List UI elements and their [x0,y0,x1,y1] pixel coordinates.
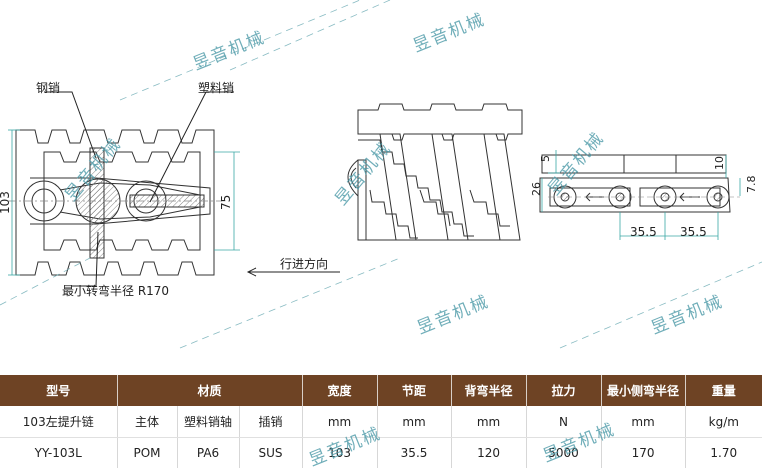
sub-body: 主体 [117,406,178,438]
sub-width-unit: mm [302,406,378,438]
row-pin: SUS [239,437,303,468]
row-body: POM [117,437,178,468]
sub-tension-unit: N [526,406,602,438]
dim-10: 10 [713,156,726,170]
steel-pin-label: 钢销 [36,81,60,95]
row-model: YY-103L [0,437,118,468]
dim-pitch-2: 35.5 [680,225,707,239]
table-subheader-row: 103左提升链 主体 塑料销轴 插销 mm mm mm N mm kg/m [0,406,762,438]
header-back-bend-radius: 背弯半径 [451,375,527,406]
dim-pitch-1: 35.5 [630,225,657,239]
direction-label: 行进方向 [280,256,328,271]
dimensions-left [8,129,240,276]
row-min-side-radius: 170 [601,437,686,468]
row-width: 103 [302,437,378,468]
row-back-bend-radius: 120 [451,437,527,468]
chain-front-view [539,154,740,213]
dim-7-8: 7.8 [745,176,758,194]
row-pitch: 35.5 [377,437,452,468]
chain-top-view [8,91,234,287]
technical-drawing: 钢销 塑料销 103 75 最小转弯半径 R170 行进方向 5 26 10 7… [0,80,758,298]
header-min-side-radius: 最小侧弯半径 [601,375,686,406]
table-header-row: 型号 材质 宽度 节距 背弯半径 拉力 最小侧弯半径 重量 [0,375,762,406]
table-row: YY-103L POM PA6 SUS 103 35.5 120 5000 17… [0,437,762,468]
dimensions-right [541,150,741,240]
header-material: 材质 [117,375,303,406]
dim-103: 103 [0,191,12,214]
header-weight: 重量 [685,375,762,406]
sub-back-bend-unit: mm [451,406,527,438]
sub-model: 103左提升链 [0,406,118,438]
dim-75: 75 [219,195,233,210]
min-turn-radius-label: 最小转弯半径 R170 [62,283,169,298]
header-tension: 拉力 [526,375,602,406]
dim-26: 26 [530,182,543,196]
chain-side-view [347,103,523,241]
sub-pitch-unit: mm [377,406,452,438]
spec-table: 型号 材质 宽度 节距 背弯半径 拉力 最小侧弯半径 重量 103左提升链 主体… [0,375,762,468]
dim-5: 5 [539,155,552,162]
header-width: 宽度 [302,375,378,406]
row-tension: 5000 [526,437,602,468]
sub-pin: 插销 [239,406,303,438]
sub-plastic-pin: 塑料销轴 [177,406,240,438]
header-pitch: 节距 [377,375,452,406]
row-weight: 1.70 [685,437,762,468]
sub-side-radius-unit: mm [601,406,686,438]
sub-weight-unit: kg/m [685,406,762,438]
header-model: 型号 [0,375,118,406]
plastic-pin-label: 塑料销 [198,80,234,95]
row-plastic-pin: PA6 [177,437,240,468]
